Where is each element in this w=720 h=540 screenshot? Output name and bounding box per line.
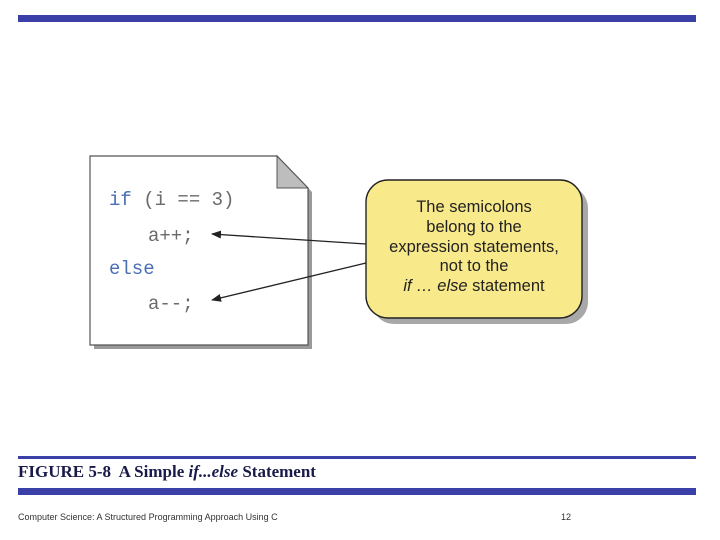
caption-suffix: Statement <box>238 462 316 481</box>
callout-text-line-3: expression statements, <box>389 238 559 256</box>
callout-text-line-2: belong to the <box>426 218 522 236</box>
arrow-to-a-plus-plus <box>211 230 367 245</box>
page-number: 12 <box>561 512 572 522</box>
callout-text-line-1: The semicolons <box>416 198 532 216</box>
caption-italic: if...else <box>188 462 239 481</box>
bottom-accent-bar <box>18 488 696 495</box>
callout-text-line-4: not to the <box>439 257 509 275</box>
code-line-if: if (i == 3) <box>109 189 234 211</box>
callout-text-line-5: if … else statement <box>369 277 579 297</box>
callout-statement-word: statement <box>467 277 545 295</box>
figure-caption: FIGURE 5-8 A Simple if...else Statement <box>18 462 316 482</box>
footer-book-title: Computer Science: A Structured Programmi… <box>18 512 278 522</box>
callout-italic-if-else: if … else <box>403 277 468 295</box>
page-fold-icon <box>276 154 310 189</box>
code-keyword-if: if <box>109 189 132 211</box>
caption-prefix: FIGURE 5-8 A Simple <box>18 462 189 481</box>
code-line-decrement: a--; <box>148 293 194 315</box>
caption-divider <box>18 456 696 459</box>
top-accent-bar <box>18 15 696 22</box>
code-condition: (i == 3) <box>131 189 235 211</box>
code-keyword-else: else <box>109 258 155 280</box>
code-line-increment: a++; <box>148 225 194 247</box>
arrow-to-a-minus-minus <box>211 262 367 302</box>
code-page <box>89 155 309 346</box>
callout-box <box>365 179 583 319</box>
